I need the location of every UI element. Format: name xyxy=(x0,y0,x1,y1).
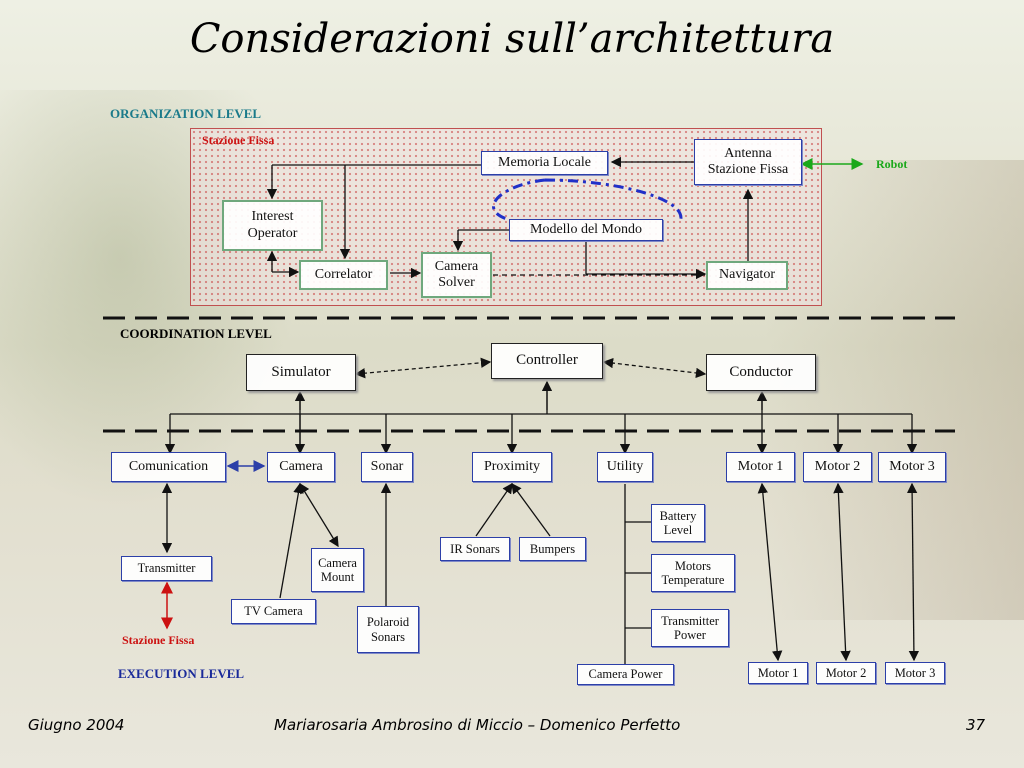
motor-3-box: Motor 3 xyxy=(878,452,946,482)
camera-solver-box: Camera Solver xyxy=(421,252,492,298)
navigator-box: Navigator xyxy=(706,261,788,290)
modello-del-mondo-box: Modello del Mondo xyxy=(509,219,663,241)
camera-box: Camera xyxy=(267,452,335,482)
stazione-fissa-label: Stazione Fissa xyxy=(122,633,195,647)
motor-1-box: Motor 1 xyxy=(726,452,795,482)
simulator-box: Simulator xyxy=(246,354,356,391)
comunication-box: Comunication xyxy=(111,452,226,482)
motor-1-low-box: Motor 1 xyxy=(748,662,808,684)
robot-label: Robot xyxy=(876,157,908,171)
correlator-box: Correlator xyxy=(299,260,388,290)
motor-2-low-box: Motor 2 xyxy=(816,662,876,684)
organization-level-label: ORGANIZATION LEVEL xyxy=(110,106,262,121)
interest-operator-box: Interest Operator xyxy=(222,200,323,251)
memoria-locale-box: Memoria Locale xyxy=(481,151,608,175)
tv-camera-box: TV Camera xyxy=(231,599,316,624)
proximity-box: Proximity xyxy=(472,452,552,482)
transmitter-box: Transmitter xyxy=(121,556,212,581)
motor-2-box: Motor 2 xyxy=(803,452,872,482)
stazione-fissa-panel-label: Stazione Fissa xyxy=(202,133,275,147)
execution-level-label: EXECUTION LEVEL xyxy=(118,666,245,681)
antenna-stazione-fissa-box: Antenna Stazione Fissa xyxy=(694,139,802,185)
conductor-box: Conductor xyxy=(706,354,816,391)
slide-title: Considerazioni sull’architettura xyxy=(189,16,835,62)
footer-authors: Mariarosaria Ambrosino di Miccio – Domen… xyxy=(274,716,681,734)
camera-power-box: Camera Power xyxy=(577,664,674,685)
ir-sonars-box: IR Sonars xyxy=(440,537,510,561)
camera-mount-box: Camera Mount xyxy=(311,548,364,592)
coordination-level-label: COORDINATION LEVEL xyxy=(120,326,272,341)
transmitter-power-box: Transmitter Power xyxy=(651,609,729,647)
utility-box: Utility xyxy=(597,452,653,482)
controller-box: Controller xyxy=(491,343,603,379)
footer-date: Giugno 2004 xyxy=(28,716,125,734)
battery-level-box: Battery Level xyxy=(651,504,705,542)
motor-3-low-box: Motor 3 xyxy=(885,662,945,684)
page-number: 37 xyxy=(966,716,986,734)
polaroid-sonars-box: Polaroid Sonars xyxy=(357,606,419,653)
bumpers-box: Bumpers xyxy=(519,537,586,561)
motors-temperature-box: Motors Temperature xyxy=(651,554,735,592)
sonar-box: Sonar xyxy=(361,452,413,482)
